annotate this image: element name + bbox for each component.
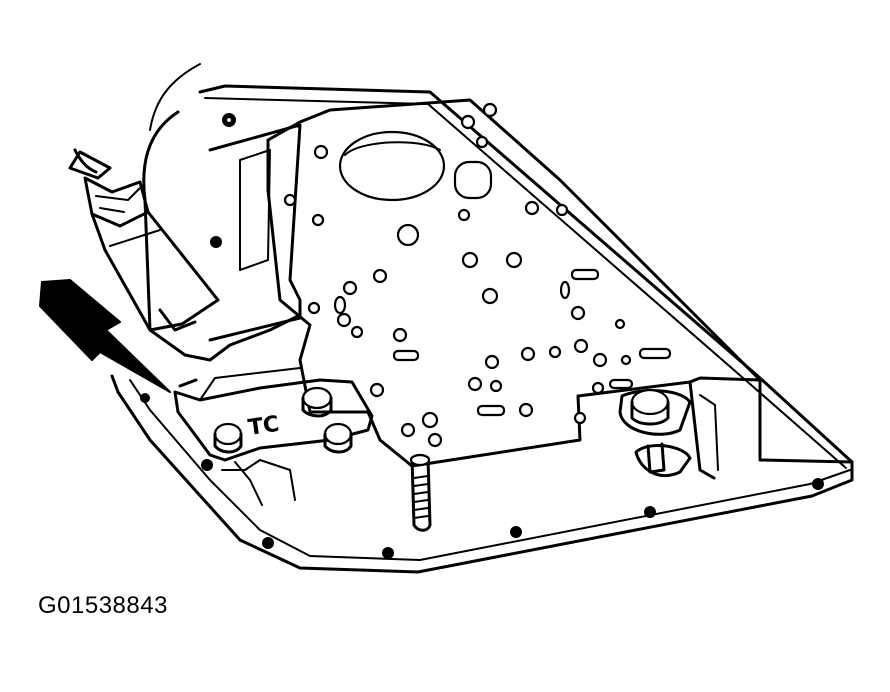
bracket-bolt (213, 422, 243, 446)
bolt (812, 478, 824, 490)
tcc-solenoid-bracket: TC (173, 367, 374, 462)
arrow-pointer (39, 279, 171, 393)
bolt (201, 459, 213, 471)
bolt (510, 526, 522, 538)
bracket-stamp: TC (247, 412, 281, 441)
threaded-stud (409, 453, 432, 532)
bolt (210, 236, 222, 248)
bracket-bolt (301, 386, 333, 410)
bracket-bolt (323, 422, 353, 446)
bolt (262, 537, 274, 549)
plate-holes (283, 102, 672, 448)
bolt (644, 506, 656, 518)
bolt (382, 547, 394, 559)
figure-id-label: G01538843 (38, 592, 168, 619)
flange-bolts (140, 113, 824, 559)
callout-arrow (39, 279, 171, 393)
pan-lower-details (178, 378, 296, 506)
bolt (140, 393, 150, 403)
plate-slot (453, 160, 493, 200)
manual-valve-assembly (618, 378, 854, 480)
plate-large-opening (338, 130, 446, 202)
solenoid-connector (68, 148, 220, 332)
pan-inner-edge (143, 123, 302, 362)
bracket-bolts (213, 386, 353, 454)
